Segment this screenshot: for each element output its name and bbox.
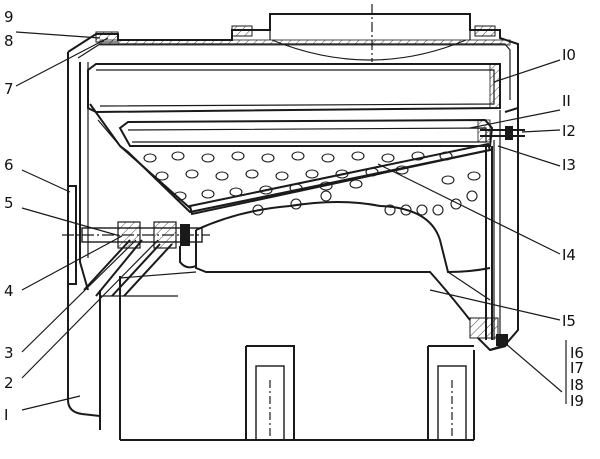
callout-5: 5	[4, 194, 14, 212]
feet	[245, 345, 474, 444]
callout-6: 6	[4, 156, 14, 174]
callout-11: II	[562, 92, 571, 110]
callouts: 9 8 7 6 5 4 3 2 I I0 II I2 I3 I4 I5 I6 I…	[4, 8, 584, 424]
callout-14: I4	[562, 246, 576, 264]
perforated-basket	[89, 103, 492, 216]
callout-7: 7	[4, 80, 14, 98]
upper-tray	[87, 63, 501, 114]
callout-10: I0	[562, 46, 576, 64]
callout-3: 3	[4, 344, 14, 362]
callout-1: I	[4, 406, 8, 424]
callout-15: I5	[562, 312, 576, 330]
right-rod	[469, 146, 508, 352]
callout-16: I6	[570, 344, 584, 362]
callout-17: I7	[570, 359, 584, 377]
callout-19: I9	[570, 392, 584, 410]
callout-8: 8	[4, 32, 14, 50]
callout-4: 4	[4, 282, 14, 300]
callout-9: 9	[4, 8, 14, 26]
leader-lines	[15, 31, 567, 411]
lower-body	[99, 201, 491, 441]
callout-2: 2	[4, 374, 14, 392]
callout-13: I3	[562, 156, 576, 174]
callout-12: I2	[562, 122, 576, 140]
callout-18: I8	[570, 376, 584, 394]
lower-tray	[118, 118, 525, 147]
